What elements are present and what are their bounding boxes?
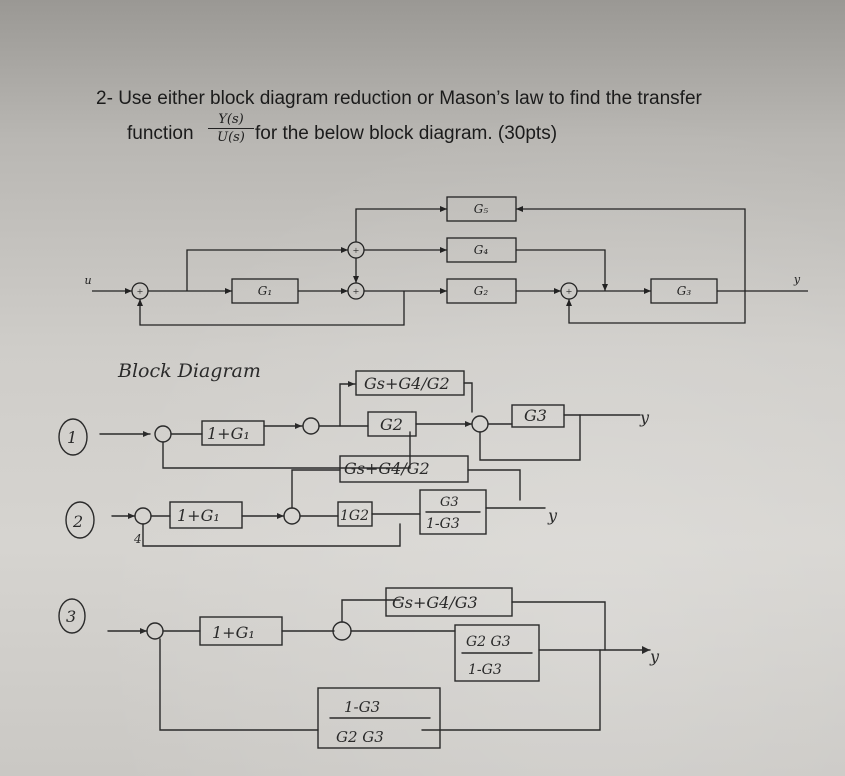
step-2-feedback-sign: 4 bbox=[133, 532, 142, 546]
step-3-block-d-den: G2 G3 bbox=[336, 728, 384, 746]
sum-symbol-1: + bbox=[137, 286, 143, 298]
block-g4: G₄ bbox=[474, 243, 489, 257]
step-1-block-c: G2 bbox=[380, 415, 403, 434]
question-text: Use either block diagram reduction or Ma… bbox=[118, 88, 702, 109]
step-1-output: y bbox=[639, 408, 650, 427]
transfer-function-fraction: Y(s) U(s) bbox=[208, 112, 254, 145]
fraction-bar bbox=[208, 128, 254, 129]
question-number: 2- bbox=[96, 88, 113, 109]
sum-symbol-2: + bbox=[353, 286, 359, 298]
step-2-block-b: Gs+G4/G2 bbox=[344, 459, 430, 478]
fraction-numerator: Y(s) bbox=[218, 112, 244, 127]
heading-block-diagram: Block Diagram bbox=[117, 360, 261, 382]
block-g1: G₁ bbox=[258, 284, 272, 298]
step-2-output: y bbox=[547, 506, 558, 525]
question-line-1: 2- Use either block diagram reduction or… bbox=[96, 88, 702, 110]
block-g3: G₃ bbox=[677, 284, 692, 298]
block-g2: G₂ bbox=[474, 284, 489, 298]
step-3-block-c-num: G2 G3 bbox=[466, 634, 511, 650]
step-3-block-b: Gs+G4/G3 bbox=[392, 593, 478, 612]
step-1-block-d: G3 bbox=[524, 406, 547, 425]
question-line-2: for the below block diagram. (30pts) bbox=[255, 123, 558, 144]
step-2-block-a: 1+G₁ bbox=[177, 506, 220, 525]
step-2-number: 2 bbox=[72, 512, 83, 531]
sum-symbol-3: + bbox=[353, 245, 359, 257]
function-word: function bbox=[127, 123, 194, 144]
step-3-number: 3 bbox=[66, 607, 76, 626]
input-label: u bbox=[84, 274, 91, 287]
step-1-number: 1 bbox=[67, 428, 77, 447]
step-2-block-d-num: G3 bbox=[440, 495, 459, 510]
sum-symbol-4: + bbox=[566, 286, 572, 298]
output-label: y bbox=[793, 273, 801, 286]
step-1-block-b: Gs+G4/G2 bbox=[364, 374, 450, 393]
step-2-block-c: 1G2 bbox=[340, 508, 369, 524]
step-3-block-c-den: 1-G3 bbox=[468, 662, 502, 678]
step-1-block-a: 1+G₁ bbox=[207, 424, 250, 443]
step-3-block-d-num: 1-G3 bbox=[344, 698, 380, 716]
fraction-denominator: U(s) bbox=[217, 130, 245, 145]
step-3-block-a: 1+G₁ bbox=[212, 623, 255, 642]
block-g5: G₅ bbox=[474, 202, 489, 216]
step-2-block-d-den: 1-G3 bbox=[426, 516, 460, 532]
step-3-output: y bbox=[649, 647, 660, 666]
